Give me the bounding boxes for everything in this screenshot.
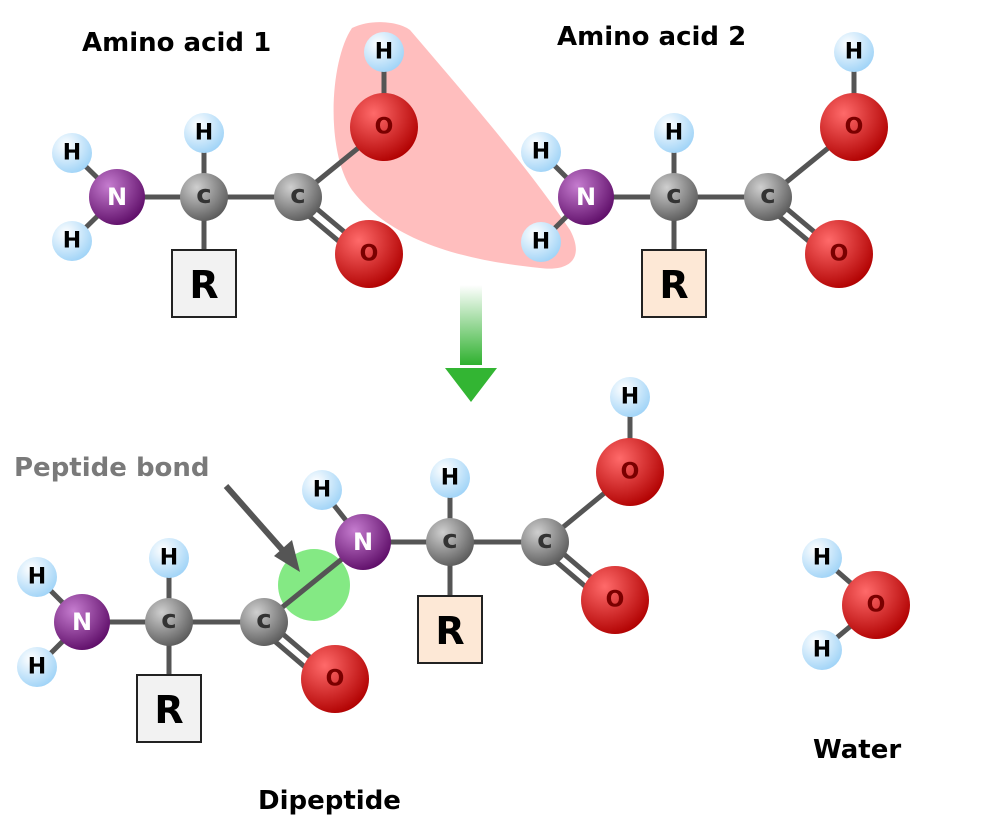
water-label: Water (813, 735, 901, 765)
reaction-arrow (445, 285, 497, 402)
nitrogen-atom (558, 169, 614, 225)
atom-label: N (576, 183, 596, 211)
hydrogen-atom (149, 538, 189, 578)
atom-label: N (107, 183, 127, 211)
carbon-atom (180, 173, 228, 221)
atom-label: O (845, 115, 864, 140)
atom-label: H (845, 40, 863, 65)
hydrogen-atom (521, 132, 561, 172)
atom-label: H (28, 655, 46, 680)
oxygen-atom (335, 220, 403, 288)
hydrogen-atom (302, 470, 342, 510)
atom-label: H (375, 40, 393, 65)
carbon-atom (744, 173, 792, 221)
oxygen-atom (820, 93, 888, 161)
r-group-box (171, 249, 237, 318)
atom-label: O (360, 242, 379, 267)
r-group-label: R (189, 263, 218, 307)
oxygen-atom (301, 645, 369, 713)
hydrogen-atom (802, 538, 842, 578)
oxygen-atom (805, 220, 873, 288)
oxygen-atom (581, 566, 649, 634)
atom-label: H (63, 141, 81, 166)
carbon-atom (521, 518, 569, 566)
atom-label: H (532, 230, 550, 255)
carbon-atom (274, 173, 322, 221)
oxygen-atom (350, 93, 418, 161)
atom-label: O (606, 588, 625, 613)
amino-acid-2: R H H N H c c H O O (521, 32, 888, 318)
hydrogen-atom (52, 133, 92, 173)
atom-label: c (290, 180, 305, 210)
r-group-label: R (154, 688, 183, 732)
atom-label: N (72, 608, 92, 636)
carbon-atom (650, 173, 698, 221)
carbon-atom (240, 598, 288, 646)
atom-label: H (813, 638, 831, 663)
atom-label: O (867, 593, 886, 618)
peptide-bond-label: Peptide bond (14, 453, 210, 483)
atom-label: O (375, 115, 394, 140)
r-group-box (641, 249, 707, 318)
atom-label: c (537, 525, 552, 555)
oxygen-atom (842, 571, 910, 639)
hydrogen-atom (834, 32, 874, 72)
hydrogen-atom (364, 32, 404, 72)
hydrogen-atom (17, 557, 57, 597)
r-group-label: R (435, 609, 464, 653)
carbon-atom (145, 598, 193, 646)
amino-acid-1-label: Amino acid 1 (82, 28, 271, 58)
r-group-box (136, 674, 202, 743)
hydrogen-atom (430, 458, 470, 498)
atom-label: H (813, 546, 831, 571)
atom-label: H (313, 478, 331, 503)
atom-label: H (63, 229, 81, 254)
hydrogen-atom (802, 630, 842, 670)
atom-label: H (621, 385, 639, 410)
atom-label: H (28, 565, 46, 590)
atom-label: c (760, 180, 775, 210)
atom-label: c (161, 605, 176, 635)
hydrogen-atom (654, 113, 694, 153)
atom-label: H (665, 121, 683, 146)
atom-label: H (441, 466, 459, 491)
dipeptide: R R H H N H c c O H N H c c H O O (17, 377, 664, 743)
hydrogen-atom (17, 647, 57, 687)
atom-label: c (666, 180, 681, 210)
r-group-box (417, 595, 483, 664)
peptide-bond-pointer (223, 484, 300, 572)
oxygen-atom (596, 438, 664, 506)
nitrogen-atom (335, 514, 391, 570)
nitrogen-atom (89, 169, 145, 225)
nitrogen-atom (54, 594, 110, 650)
r-group-label: R (659, 263, 688, 307)
atom-label: O (621, 460, 640, 485)
amino-acid-1: R H H N H c c H O O (52, 32, 418, 318)
atom-label: O (326, 667, 345, 692)
atom-label: O (830, 242, 849, 267)
hydrogen-atom (52, 221, 92, 261)
hydrogen-atom (184, 113, 224, 153)
atom-label: c (196, 180, 211, 210)
atom-label: c (256, 605, 271, 635)
atom-label: N (353, 528, 373, 556)
atom-label: c (442, 525, 457, 555)
atom-label: H (160, 546, 178, 571)
dipeptide-label: Dipeptide (258, 786, 401, 816)
removed-atoms-highlight (333, 22, 576, 269)
carbon-atom (426, 518, 474, 566)
atom-label: H (195, 121, 213, 146)
hydrogen-atom (610, 377, 650, 417)
atom-label: H (532, 140, 550, 165)
amino-acid-2-label: Amino acid 2 (557, 22, 746, 52)
water-molecule: H H O (802, 538, 910, 670)
hydrogen-atom (521, 222, 561, 262)
